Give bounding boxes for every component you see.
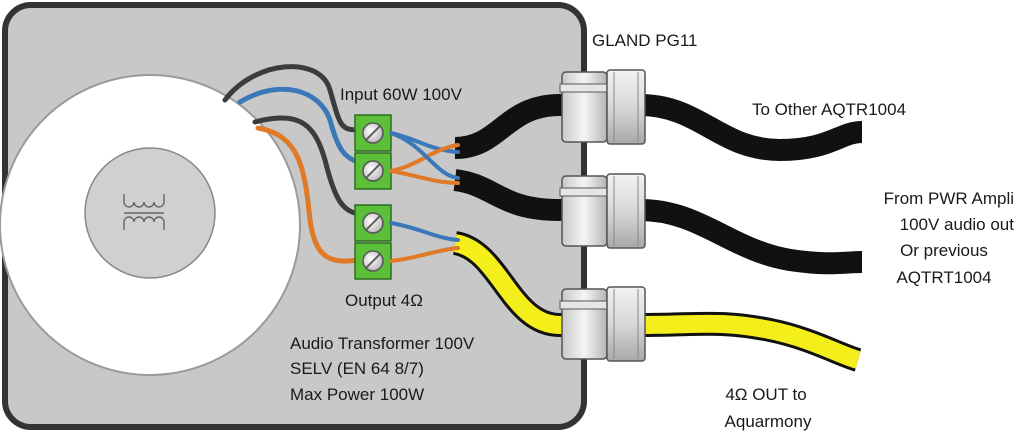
wire-orange-1 bbox=[255, 125, 361, 264]
cables bbox=[451, 94, 863, 372]
screw-icon bbox=[362, 160, 384, 182]
cable-gland-icon bbox=[559, 286, 646, 362]
screw-icon bbox=[362, 122, 384, 144]
cable-wires bbox=[389, 131, 460, 263]
transformer-label-line3: Max Power 100W bbox=[290, 385, 424, 404]
from-label-line3: Or previous bbox=[900, 241, 988, 260]
transformer-symbol-icon bbox=[123, 194, 165, 230]
to-other-label: To Other AQTR1004 bbox=[752, 100, 906, 119]
wire-dark-2 bbox=[252, 115, 361, 217]
cable-gland-icon bbox=[559, 69, 646, 145]
output-label: Output 4Ω bbox=[345, 291, 423, 310]
out-label-line2: Aquarmony bbox=[725, 412, 812, 431]
wire-dark-1 bbox=[222, 64, 361, 133]
from-label-line2: 100V audio out bbox=[900, 215, 1015, 234]
input-label: Input 60W 100V bbox=[340, 85, 463, 104]
cable-gland-icon bbox=[559, 173, 646, 249]
screw-icon bbox=[362, 212, 384, 234]
cable-from-ampli bbox=[453, 169, 863, 275]
out-label-line1: 4Ω OUT to bbox=[725, 385, 806, 404]
input-terminal-block bbox=[354, 114, 392, 190]
gland-label: GLAND PG11 bbox=[592, 31, 698, 50]
screw-icon bbox=[362, 250, 384, 272]
output-terminal-block bbox=[354, 204, 392, 280]
internal-wires bbox=[222, 64, 361, 264]
transformer-label-line1: Audio Transformer 100V bbox=[290, 334, 475, 353]
from-label-line1: From PWR Ampli bbox=[884, 189, 1014, 208]
from-label-line4: AQTRT1004 bbox=[896, 268, 991, 287]
transformer-label-line2: SELV (EN 64 8/7) bbox=[290, 359, 424, 378]
wire-blue-1 bbox=[237, 86, 361, 165]
cable-to-other bbox=[454, 94, 863, 162]
